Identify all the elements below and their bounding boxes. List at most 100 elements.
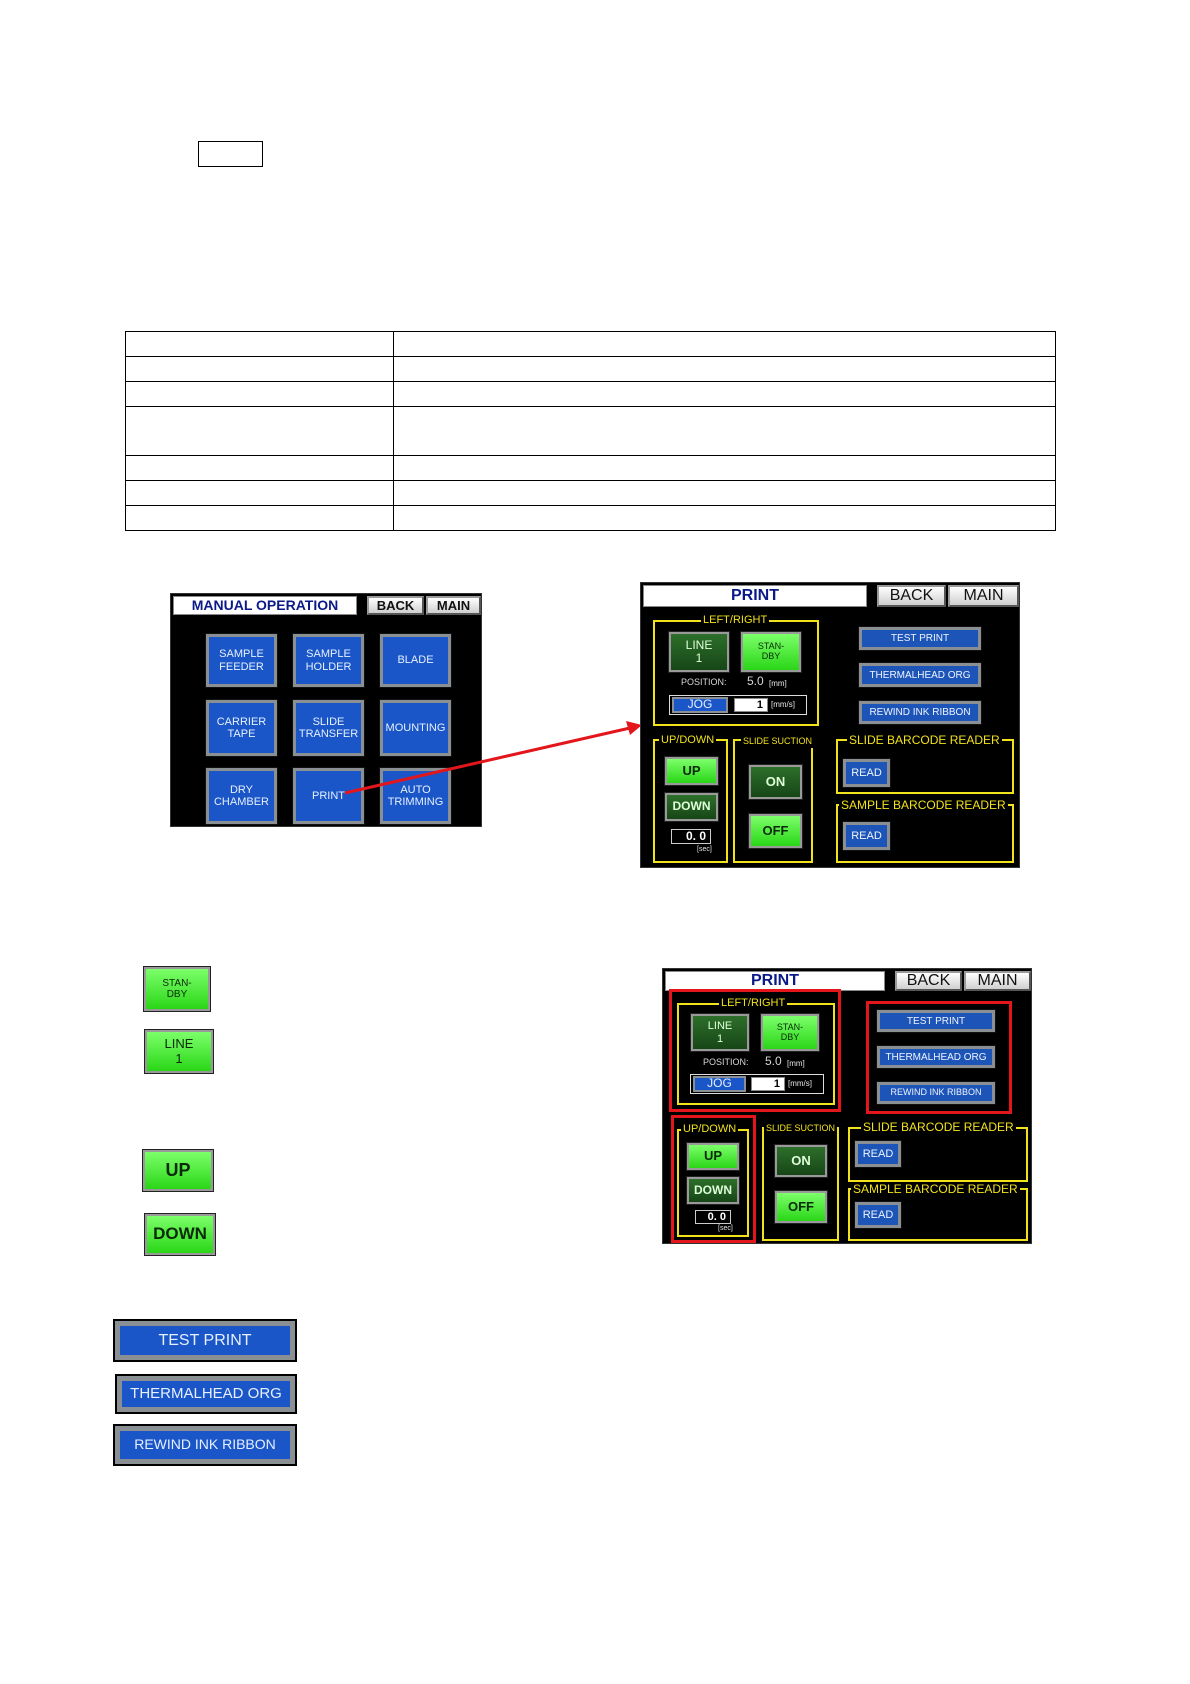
legend-rewind-ink-ribbon-button: REWIND INK RIBBON <box>113 1424 297 1466</box>
jog-speed-field[interactable]: 1 <box>751 1077 785 1091</box>
blade-button[interactable]: BLADE <box>379 633 452 688</box>
print-title: PRINT <box>643 585 867 607</box>
time-unit: [sec] <box>697 846 712 853</box>
position-value: 5.0 <box>747 674 764 688</box>
rewind-ink-ribbon-button[interactable]: REWIND INK RIBBON <box>876 1081 996 1105</box>
blank-label-box <box>198 141 263 167</box>
sample-barcode-read-button[interactable]: READ <box>854 1201 902 1229</box>
legend-standby-button: STAN-DBY <box>143 966 211 1012</box>
up-down-label: UP/DOWN <box>681 1122 739 1136</box>
mounting-button[interactable]: MOUNTING <box>379 699 452 757</box>
down-button[interactable]: DOWN <box>686 1176 740 1205</box>
off-button[interactable]: OFF <box>748 813 803 849</box>
main-button[interactable]: MAIN <box>964 971 1031 991</box>
button-label: STAN-DBY <box>757 641 785 661</box>
main-button[interactable]: MAIN <box>426 596 481 615</box>
on-button[interactable]: ON <box>774 1144 828 1178</box>
jog-button[interactable]: JOG <box>671 696 729 714</box>
position-unit: [mm] <box>769 679 787 688</box>
back-button[interactable]: BACK <box>895 971 962 991</box>
jog-speed-field[interactable]: 1 <box>734 698 768 712</box>
table-row <box>125 480 1056 506</box>
slide-barcode-label: SLIDE BARCODE READER <box>861 1120 1016 1134</box>
test-print-button[interactable]: TEST PRINT <box>876 1009 996 1033</box>
up-button[interactable]: UP <box>664 756 719 786</box>
sample-barcode-read-button[interactable]: READ <box>842 821 891 851</box>
table-row <box>125 356 1056 382</box>
table-row <box>125 406 1056 456</box>
on-button[interactable]: ON <box>748 764 803 800</box>
standby-button[interactable]: STAN-DBY <box>760 1013 820 1052</box>
table-row <box>125 331 1056 357</box>
time-field[interactable]: 0. 0 <box>671 829 711 844</box>
time-field[interactable]: 0. 0 <box>695 1210 731 1224</box>
down-button[interactable]: DOWN <box>664 792 719 822</box>
test-print-button[interactable]: TEST PRINT <box>858 626 982 651</box>
slide-suction-label: SLIDE SUCTION <box>741 734 815 748</box>
thermalhead-org-button[interactable]: THERMALHEAD ORG <box>858 662 982 688</box>
highlight-up-down <box>671 1115 756 1243</box>
main-button[interactable]: MAIN <box>948 585 1019 607</box>
back-button[interactable]: BACK <box>877 585 946 607</box>
sample-barcode-label: SAMPLE BARCODE READER <box>839 798 1008 812</box>
jog-frame <box>669 695 807 715</box>
up-button[interactable]: UP <box>686 1142 740 1171</box>
button-label: PRINT <box>312 789 345 802</box>
table-row <box>125 455 1056 481</box>
slide-barcode-label: SLIDE BARCODE READER <box>847 733 1002 747</box>
jog-unit: [mm/s] <box>771 700 795 709</box>
button-label: BLADE <box>397 654 434 667</box>
thermalhead-org-button[interactable]: THERMALHEAD ORG <box>876 1045 996 1069</box>
rewind-ink-ribbon-button[interactable]: REWIND INK RIBBON <box>858 700 982 725</box>
print-title: PRINT <box>665 971 885 991</box>
jog-frame <box>690 1074 824 1094</box>
sample-barcode-label: SAMPLE BARCODE READER <box>851 1182 1020 1196</box>
slide-barcode-read-button[interactable]: READ <box>854 1140 902 1168</box>
position-unit: [mm] <box>787 1059 805 1068</box>
legend-thermalhead-org-button: THERMALHEAD ORG <box>115 1374 297 1414</box>
button-label: STAN-DBY <box>776 1021 804 1042</box>
legend-up-button: UP <box>142 1149 214 1192</box>
highlight-right-buttons <box>866 1001 1012 1114</box>
table-row <box>125 381 1056 407</box>
highlight-left-right <box>669 989 841 1112</box>
up-down-label: UP/DOWN <box>659 733 717 747</box>
legend-test-print-button: TEST PRINT <box>113 1319 297 1362</box>
print-button[interactable]: PRINT <box>292 767 365 825</box>
legend-down-button: DOWN <box>144 1213 216 1256</box>
slide-suction-label: SLIDE SUCTION <box>764 1121 838 1135</box>
arrow-icon <box>344 721 642 795</box>
back-button[interactable]: BACK <box>367 596 424 615</box>
position-label: POSITION: <box>703 1057 749 1067</box>
jog-unit: [mm/s] <box>788 1079 812 1088</box>
slide-barcode-read-button[interactable]: READ <box>842 758 891 788</box>
position-value: 5.0 <box>765 1054 782 1068</box>
position-label: POSITION: <box>681 677 727 687</box>
jog-button[interactable]: JOG <box>692 1075 747 1093</box>
off-button[interactable]: OFF <box>774 1190 828 1224</box>
standby-button[interactable]: STAN-DBY <box>740 631 802 673</box>
table-row <box>125 505 1056 531</box>
button-label: MOUNTING <box>385 721 446 734</box>
